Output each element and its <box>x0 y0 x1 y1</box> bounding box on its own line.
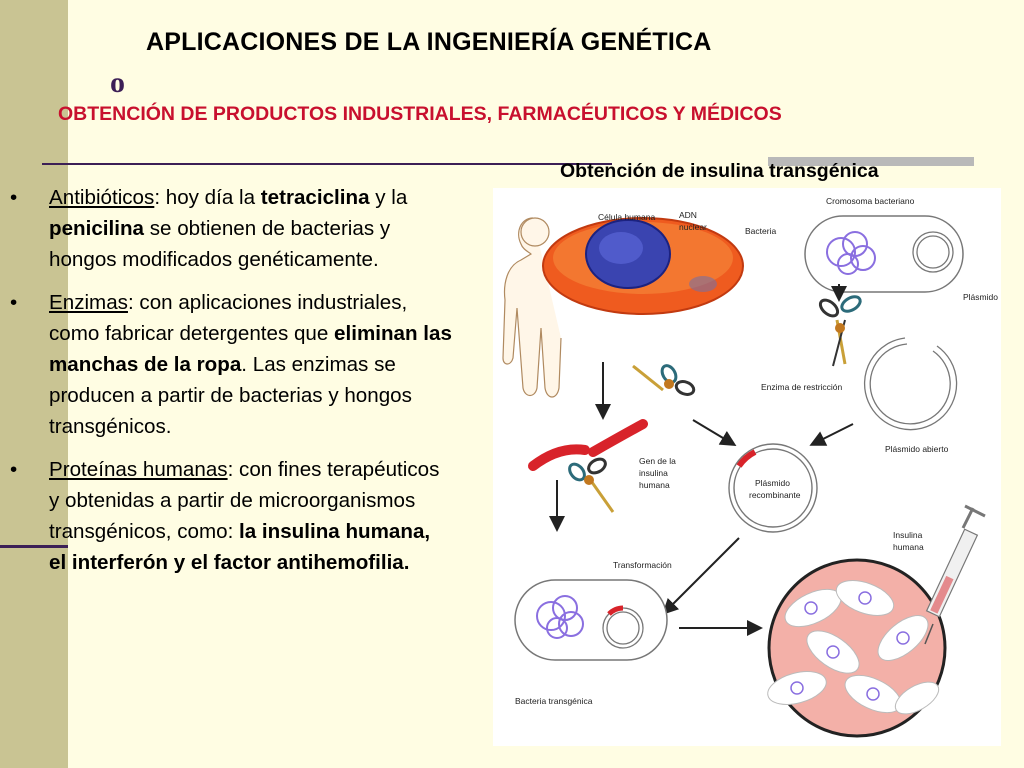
bullet-item-enzimas: • Enzimas: con aplicaciones industriales… <box>8 287 453 442</box>
insulin-diagram-svg: Célula humana ADN nuclear Cromosoma bact… <box>502 196 998 738</box>
transgenic-chromosome <box>536 595 584 639</box>
gene-segment-mid <box>588 419 648 457</box>
bacterial-chromosome <box>826 231 876 275</box>
bacterium-top <box>804 215 964 293</box>
transgenic-plasmid <box>602 605 644 649</box>
bullet-marker: • <box>10 291 18 314</box>
label-plasmido: Plásmido <box>963 292 998 302</box>
bullet-run: : con fines terapéuticos y obtenidas a p… <box>49 458 440 543</box>
label-bacteria: Bacteria <box>745 226 776 236</box>
bullet-run: . Las enzimas se producen a partir de ba… <box>49 353 412 438</box>
human-head <box>520 217 550 247</box>
bullet-run: : con aplicaciones industriales, como fa… <box>49 291 408 345</box>
label-plasmido-abierto: Plásmido abierto <box>885 444 949 454</box>
arrow-gene <box>692 419 737 447</box>
label-cromosoma: Cromosoma bacteriano <box>826 196 915 206</box>
open-plasmid <box>863 337 958 431</box>
label-insulina-2: humana <box>893 542 924 552</box>
arrow-plasmid <box>809 423 854 446</box>
label-transformacion: Transformación <box>613 560 672 570</box>
bullet-text: Proteínas humanas: con fines terapéutico… <box>49 458 439 574</box>
scissors-gene-icon <box>632 364 696 396</box>
left-decorative-band <box>0 0 68 768</box>
bullet-run: tetraciclina <box>260 186 370 209</box>
human-figure-outline <box>502 217 562 398</box>
gene-segment-left <box>528 444 590 471</box>
figure-title: Obtención de insulina transgénica <box>560 160 879 182</box>
figure-title-bar <box>768 157 974 166</box>
bullet-item-proteinas: • Proteínas humanas: con fines terapéuti… <box>8 454 453 578</box>
label-bacteria-transgenica: Bacteria transgénica <box>515 696 593 706</box>
label-nuclear: nuclear <box>679 222 707 232</box>
plasmid-top <box>912 231 954 273</box>
label-gen-2: insulina <box>639 468 668 478</box>
bullet-item-antibioticos: • Antibióticos: hoy día la tetraciclina … <box>8 182 453 275</box>
label-enzima: Enzima de restricción <box>761 382 843 392</box>
slide-subtitle: OBTENCIÓN DE PRODUCTOS INDUSTRIALES, FAR… <box>58 103 782 125</box>
label-insulina-1: Insulina <box>893 530 923 540</box>
label-gen-3: humana <box>639 480 670 490</box>
bullet-marker: • <box>10 458 18 481</box>
bullet-run: : hoy día la <box>154 186 261 209</box>
label-recomb-1: Plásmido <box>755 478 790 488</box>
bullet-marker: • <box>10 186 18 209</box>
nucleus-highlight <box>599 232 643 264</box>
scissors-icon <box>818 295 862 367</box>
bullet-text: Enzimas: con aplicaciones industriales, … <box>49 291 452 438</box>
bullet-list: • Antibióticos: hoy día la tetraciclina … <box>8 182 453 590</box>
label-adn: ADN <box>679 210 697 220</box>
bullet-run: Antibióticos <box>49 186 155 209</box>
bullet-run: se obtienen de bacterias y hongos modifi… <box>49 217 391 271</box>
cell-organelle <box>689 276 717 292</box>
label-gen-1: Gen de la <box>639 456 676 466</box>
title-connector: o <box>110 66 125 99</box>
syringe-icon <box>924 504 986 645</box>
insulin-diagram: Célula humana ADN nuclear Cromosoma bact… <box>493 188 1001 746</box>
bullet-run: penicilina <box>49 217 144 240</box>
bullet-run: y la <box>369 186 408 209</box>
arrow-transformacion <box>662 537 740 615</box>
transgenic-bacterium <box>514 579 668 661</box>
left-accent-line <box>0 545 68 548</box>
label-recomb-2: recombinante <box>749 490 801 500</box>
bullet-run: Proteínas humanas <box>49 458 228 481</box>
label-celula-humana: Célula humana <box>598 212 655 222</box>
scissors-lower-icon <box>568 457 615 513</box>
bullet-run: Enzimas <box>49 291 128 314</box>
bullet-run: la insulina humana, el interferón y el f… <box>49 520 431 574</box>
bacterial-culture <box>767 558 947 738</box>
bullet-text: Antibióticos: hoy día la tetraciclina y … <box>49 186 407 271</box>
bullet-run: eliminan las manchas de la ropa <box>49 322 452 376</box>
recombinant-plasmid <box>728 443 818 533</box>
slide-title: APLICACIONES DE LA INGENIERÍA GENÉTICA <box>146 28 712 56</box>
divider-line <box>42 163 612 165</box>
